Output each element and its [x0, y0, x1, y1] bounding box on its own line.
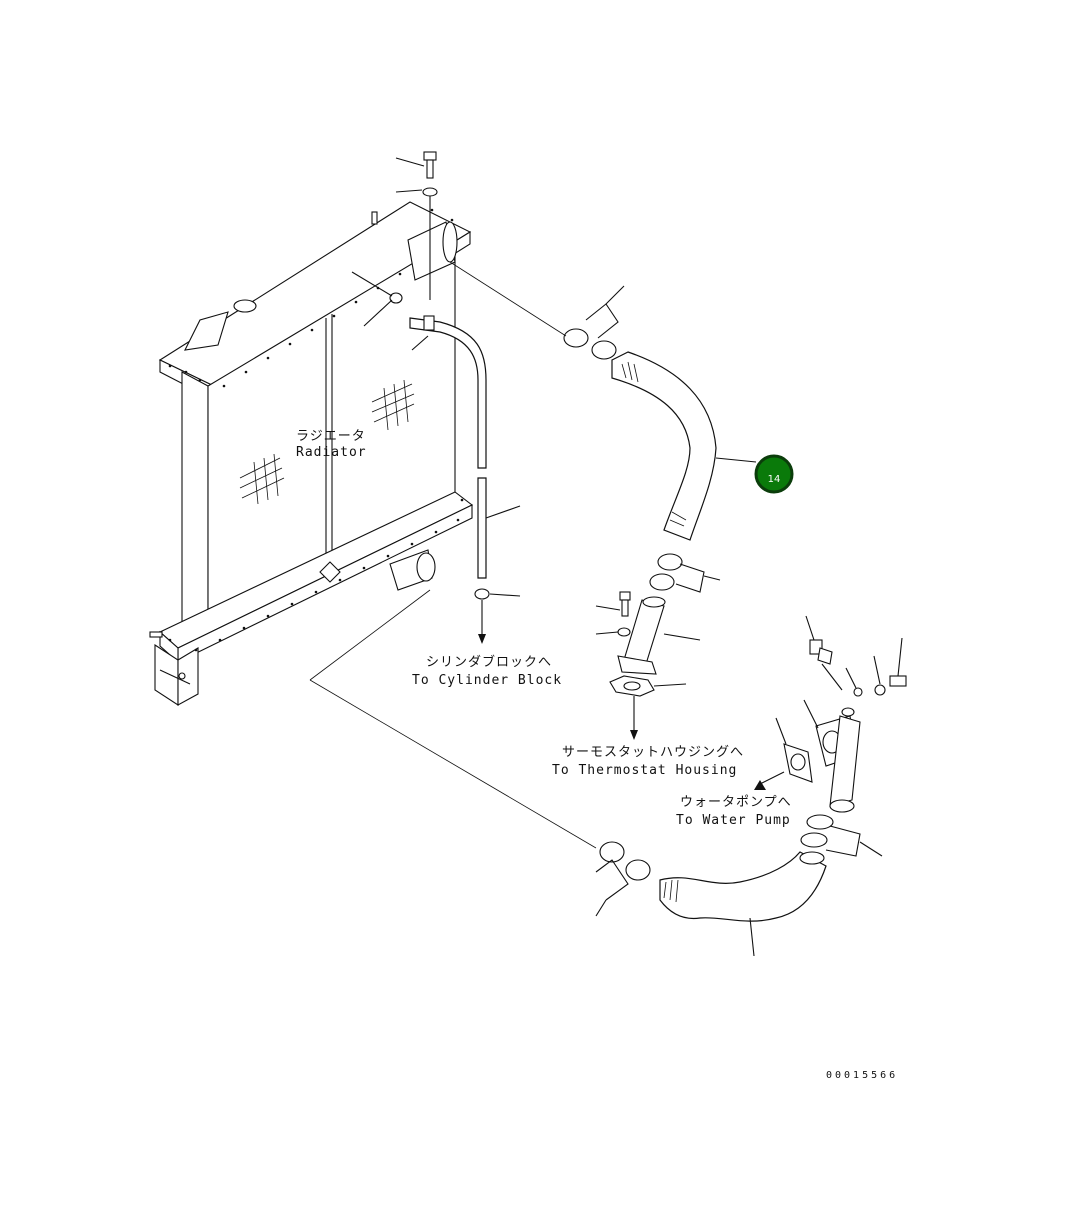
thermostat-arrow [630, 730, 638, 740]
label-thermostat-jp: サーモスタットハウジングへ [562, 745, 744, 760]
mid-clamps [649, 553, 721, 593]
label-radiator-en: Radiator [296, 445, 367, 460]
wp-housing [803, 699, 861, 813]
wp-gasket [775, 717, 813, 783]
top-bolt [395, 151, 437, 179]
callout-circle [754, 454, 794, 494]
thermostat-gasket [609, 675, 687, 697]
drawing-code: 00015566 [826, 1070, 898, 1081]
radiator-cap [233, 299, 257, 313]
vent-clip [474, 588, 521, 600]
radiator-side-frame [181, 371, 209, 646]
upper-hose-leader [449, 261, 567, 337]
upper-hose [611, 351, 717, 541]
cylinder-arrow [478, 634, 486, 644]
vent-clamp [423, 315, 435, 331]
vent-fitting [389, 292, 403, 304]
label-waterpump-en: To Water Pump [676, 813, 791, 828]
outlet-pipe [617, 596, 701, 675]
core-mesh-left [239, 453, 285, 505]
thermostat-washer [595, 627, 631, 637]
label-radiator-jp: ラジエータ [296, 429, 366, 444]
label-waterpump-jp: ウォータポンプへ [680, 795, 792, 810]
wp-elbow-fitting [805, 615, 833, 665]
waterpump-arrow [754, 780, 766, 790]
radiator [149, 201, 474, 707]
callout-14[interactable]: 14 [754, 454, 794, 494]
lower-leader-a [309, 589, 431, 681]
callout-number: 14 [768, 474, 781, 485]
top-washer [395, 187, 438, 197]
flange-holes [168, 208, 464, 652]
core-mesh-right [371, 379, 415, 431]
wp-small-parts [821, 637, 907, 697]
label-cylinder-jp: シリンダブロックへ [426, 654, 552, 670]
thermostat-bolt [595, 591, 631, 617]
lower-hose [659, 851, 827, 922]
lower-right-clamps [800, 814, 883, 857]
lower-leader-b [309, 679, 597, 849]
label-thermostat-en: To Thermostat Housing [552, 763, 737, 778]
label-cylinder-en: To Cylinder Block [412, 673, 562, 688]
upper-clamps [563, 285, 625, 360]
vent-tube [351, 271, 521, 579]
lower-clamps [595, 841, 651, 917]
